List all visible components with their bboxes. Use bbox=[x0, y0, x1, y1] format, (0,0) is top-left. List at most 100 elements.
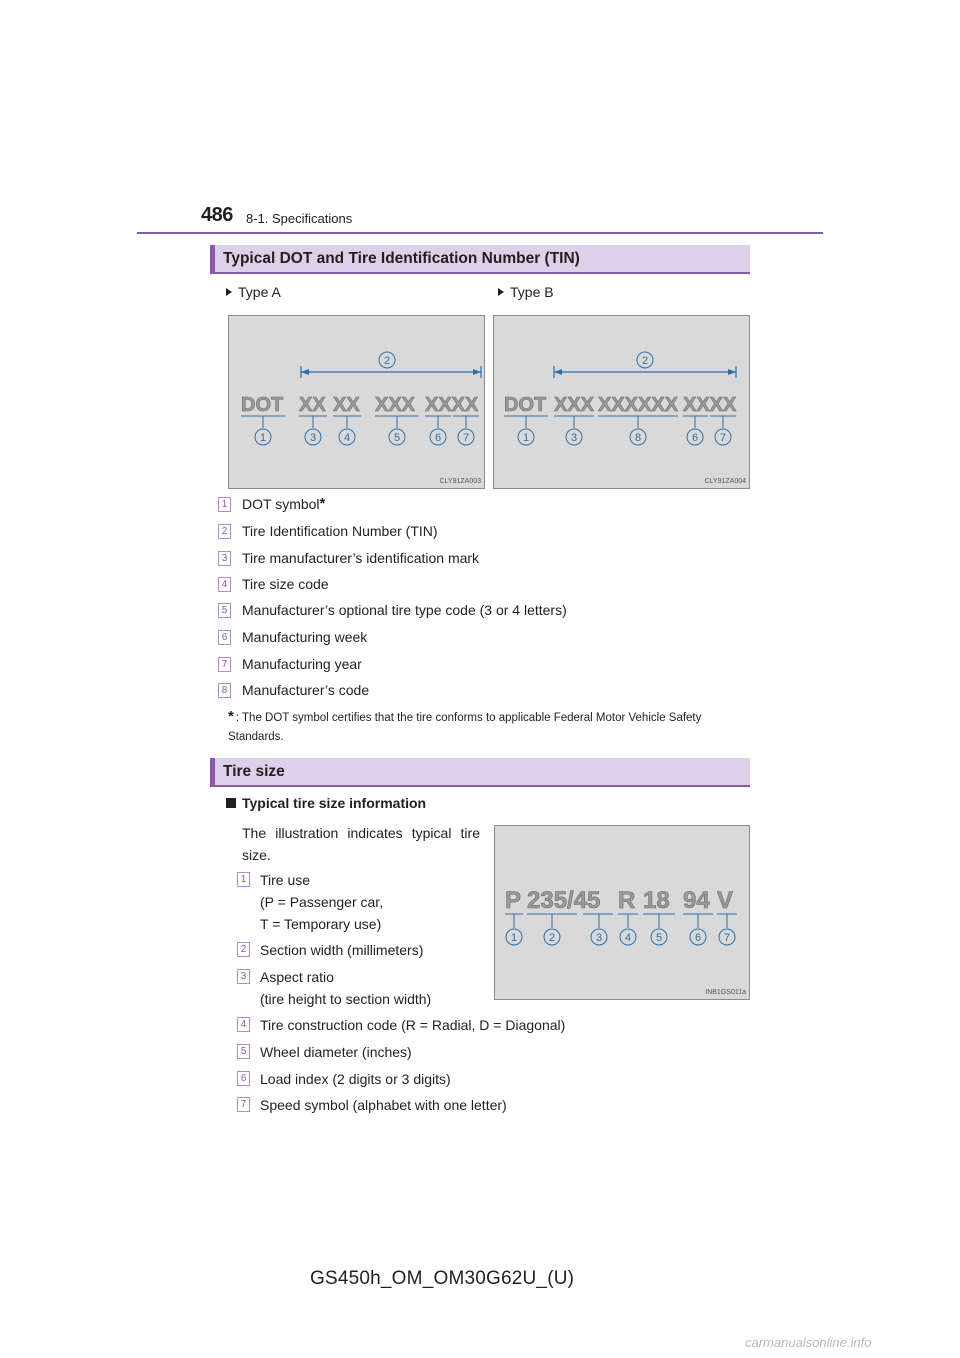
legend-text: Load index (2 digits or 3 digits) bbox=[260, 1071, 451, 1087]
token-xxx: XXX bbox=[375, 394, 416, 416]
callout-1: 1 bbox=[523, 432, 529, 444]
legend-item: 3 Tire manufacturer’s identification mar… bbox=[218, 550, 479, 566]
legend-number-badge: 8 bbox=[218, 682, 231, 698]
intro-paragraph: The illustration indicates typical tire … bbox=[242, 825, 480, 863]
legend-text: DOT symbol bbox=[242, 496, 320, 512]
dot-section-title: Typical DOT and Tire Identification Numb… bbox=[223, 249, 580, 267]
callout-6: 6 bbox=[692, 432, 698, 444]
watermark: carmanualsonline.info bbox=[745, 1335, 872, 1350]
callout-2: 2 bbox=[384, 355, 390, 367]
token-r: R bbox=[618, 887, 635, 914]
callout-7: 7 bbox=[720, 432, 726, 444]
legend-text: Manufacturer’s optional tire type code (… bbox=[242, 602, 567, 618]
token-xxxx: XXXX bbox=[425, 394, 479, 416]
type-b-text: Type B bbox=[510, 284, 554, 300]
bullet-heading-text: Typical tire size information bbox=[242, 795, 427, 811]
legend-item: 4 Tire size code bbox=[218, 576, 329, 592]
footnote: *: The DOT symbol certifies that the tir… bbox=[228, 707, 753, 747]
arrow-right-icon bbox=[728, 369, 736, 375]
legend-item: 1 DOT symbol* bbox=[218, 496, 325, 512]
arrow-left-icon bbox=[301, 369, 309, 375]
token-xxx: XXX bbox=[554, 394, 595, 416]
callout-4: 4 bbox=[625, 932, 631, 944]
token-235-45: 235/45 bbox=[527, 887, 600, 914]
legend-number-badge: 3 bbox=[218, 550, 231, 566]
legend-item: 8 Manufacturer’s code bbox=[218, 682, 369, 698]
running-section-title: 8-1. Specifications bbox=[246, 211, 353, 226]
legend-text: Wheel diameter (inches) bbox=[260, 1044, 412, 1060]
token-xxxx: XXXX bbox=[683, 394, 737, 416]
legend-item: 2 Tire Identification Number (TIN) bbox=[218, 523, 438, 539]
callout-2: 2 bbox=[549, 932, 555, 944]
legend-number-badge: 2 bbox=[237, 942, 250, 957]
figure-code: CLY91ZA004 bbox=[704, 478, 746, 485]
footnote-text: : The DOT symbol certifies that the tire… bbox=[228, 712, 702, 743]
figure-code: CLY91ZA003 bbox=[439, 478, 481, 485]
legend-item: 5 Manufacturer’s optional tire type code… bbox=[218, 602, 567, 618]
token-dot: DOT bbox=[504, 394, 546, 416]
token-94: 94 bbox=[683, 887, 710, 914]
triangle-bullet-icon bbox=[226, 288, 232, 296]
legend-number-badge: 5 bbox=[218, 602, 231, 618]
tire-size-heading: Tire size bbox=[210, 758, 750, 787]
legend-number-badge: 3 bbox=[237, 969, 250, 984]
token-p: P bbox=[505, 887, 521, 914]
legend-text: Tire use (P = Passenger car, T = Tempora… bbox=[260, 872, 384, 932]
legend-item: 7 Manufacturing year bbox=[218, 656, 362, 672]
token-xx-1: XX bbox=[299, 394, 326, 416]
legend-text: Manufacturing year bbox=[242, 656, 362, 672]
callout-circle bbox=[378, 351, 396, 369]
callout-7: 7 bbox=[724, 932, 730, 944]
callout-7: 7 bbox=[463, 432, 469, 444]
size-legend-item: 3 Aspect ratio (tire height to section w… bbox=[237, 966, 431, 1010]
legend-text: Section width (millimeters) bbox=[260, 942, 424, 958]
figure-type-b: 2 DOT XXX XXXXXX XXXX 1 3 8 6 7 CLY91ZA0… bbox=[493, 315, 750, 489]
legend-number-badge: 1 bbox=[218, 496, 231, 512]
callout-8: 8 bbox=[635, 432, 641, 444]
page-number: 486 bbox=[201, 204, 233, 226]
dot-section-heading: Typical DOT and Tire Identification Numb… bbox=[210, 245, 750, 274]
callout-5: 5 bbox=[656, 932, 662, 944]
callout-circle bbox=[636, 351, 654, 369]
type-b-label: Type B bbox=[498, 284, 554, 300]
figure-type-a: 2 DOT XX XX XXX XXXX 1 3 4 5 6 7 CLY91ZA… bbox=[228, 315, 485, 489]
token-xxxxxx: XXXXXX bbox=[598, 394, 679, 416]
legend-number-badge: 2 bbox=[218, 523, 231, 539]
callout-3: 3 bbox=[596, 932, 602, 944]
legend-number-badge: 7 bbox=[218, 656, 231, 672]
figure-tire-size: P 235/45 R 18 94 V 1 2 3 4 5 6 7 bbox=[494, 825, 750, 1000]
callout-1: 1 bbox=[260, 432, 266, 444]
triangle-bullet-icon bbox=[498, 288, 504, 296]
type-a-text: Type A bbox=[238, 284, 281, 300]
legend-text: Speed symbol (alphabet with one letter) bbox=[260, 1097, 507, 1113]
header-rule bbox=[137, 232, 823, 234]
callout-4: 4 bbox=[344, 432, 350, 444]
figure-tire-size-drawing: P 235/45 R 18 94 V 1 2 3 4 5 6 7 bbox=[505, 887, 737, 946]
legend-text: Manufacturing week bbox=[242, 629, 368, 645]
callout-6: 6 bbox=[695, 932, 701, 944]
legend-text: Tire size code bbox=[242, 576, 329, 592]
legend-text: Tire manufacturer’s identification mark bbox=[242, 550, 480, 566]
size-legend-item: 4 Tire construction code (R = Radial, D … bbox=[237, 1014, 565, 1036]
legend-item: 6 Manufacturing week bbox=[218, 629, 367, 645]
legend-number-badge: 7 bbox=[237, 1097, 250, 1112]
figure-type-a-drawing: 2 DOT XX XX XXX XXXX 1 3 4 5 6 7 bbox=[241, 351, 482, 446]
legend-text: Aspect ratio (tire height to section wid… bbox=[260, 969, 432, 1007]
size-legend-item: 6 Load index (2 digits or 3 digits) bbox=[237, 1068, 451, 1090]
callout-3: 3 bbox=[571, 432, 577, 444]
tire-size-title: Tire size bbox=[223, 762, 285, 780]
document-code-footer: GS450h_OM_OM30G62U_(U) bbox=[310, 1268, 575, 1289]
size-legend-item: 1 Tire use (P = Passenger car, T = Tempo… bbox=[237, 869, 383, 935]
arrow-left-icon bbox=[554, 369, 562, 375]
legend-text: Tire Identification Number (TIN) bbox=[242, 523, 438, 539]
legend-number-badge: 1 bbox=[237, 872, 250, 887]
square-bullet-icon bbox=[226, 798, 236, 808]
callout-1: 1 bbox=[511, 932, 517, 944]
legend-number-badge: 6 bbox=[218, 629, 231, 645]
type-a-label: Type A bbox=[226, 284, 281, 300]
token-xx-2: XX bbox=[333, 394, 360, 416]
size-legend-item: 7 Speed symbol (alphabet with one letter… bbox=[237, 1094, 507, 1116]
figure-code: INB1GS011a bbox=[705, 989, 746, 996]
callout-2: 2 bbox=[642, 355, 648, 367]
arrow-right-icon bbox=[473, 369, 481, 375]
